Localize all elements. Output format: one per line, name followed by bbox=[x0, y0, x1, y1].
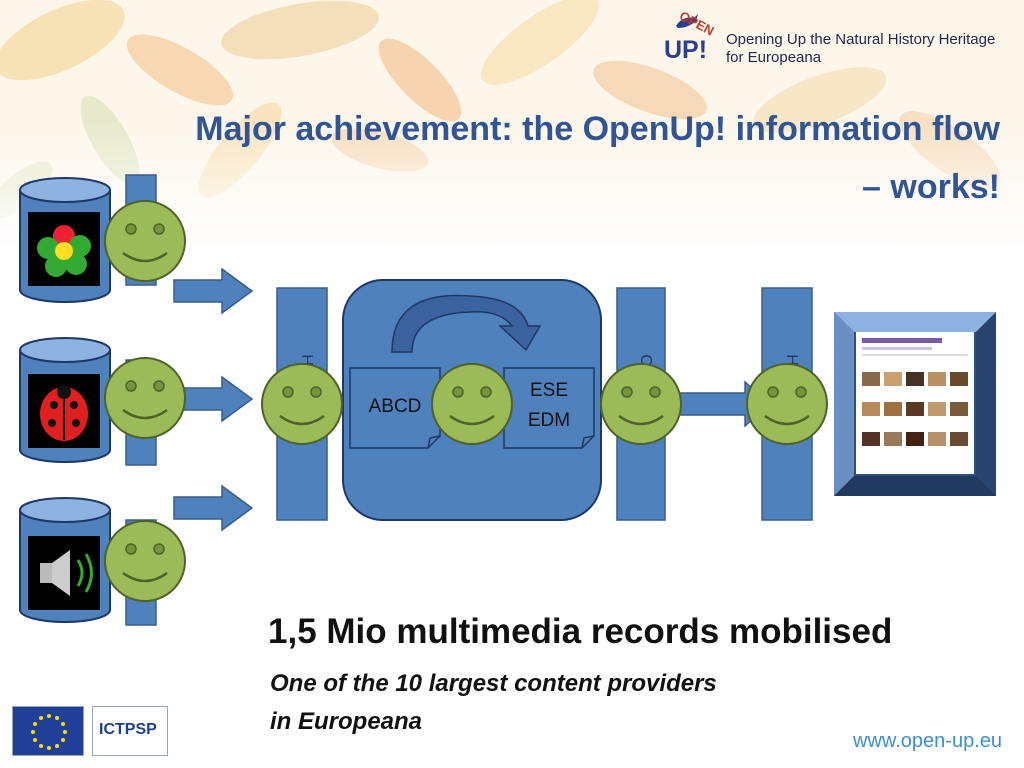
subheadline-line-1: One of the 10 largest content providers bbox=[270, 670, 717, 697]
slide-title: Major achievement: the OpenUp! informati… bbox=[80, 100, 1000, 216]
database-cylinder-ladybug bbox=[19, 337, 111, 463]
information-flow-diagram: H ABCD ESE EDM C H bbox=[19, 174, 996, 626]
smiley-face-icon bbox=[103, 199, 187, 283]
openup-logo: OPEN UP! Opening Up the Natural History … bbox=[664, 6, 1014, 70]
smiley-face-icon bbox=[103, 519, 187, 603]
ladybug-icon bbox=[40, 385, 88, 441]
smiley-face-icon bbox=[260, 362, 344, 446]
smiley-face-icon bbox=[430, 362, 514, 446]
ese-edm-document: ESE EDM bbox=[503, 367, 595, 449]
subheadline-line-2: in Europeana bbox=[270, 708, 423, 735]
smiley-face-icon bbox=[745, 362, 829, 446]
eu-flag-icon bbox=[12, 706, 84, 756]
output-column-glyph: H bbox=[783, 354, 800, 366]
screenshot-thumbnail bbox=[834, 312, 996, 496]
ese-label: ESE bbox=[530, 380, 568, 401]
smiley-face-icon bbox=[599, 362, 683, 446]
harvester-column-glyph: H bbox=[298, 354, 315, 366]
logo-tagline: Opening Up the Natural History Heritage … bbox=[726, 31, 996, 66]
speaker-icon bbox=[40, 550, 93, 596]
converter-column-glyph: C bbox=[637, 354, 654, 366]
title-line-2: – works! bbox=[862, 168, 1000, 206]
edm-label: EDM bbox=[528, 410, 570, 431]
ict-psp-logo: ICTPSP bbox=[92, 706, 168, 756]
database-cylinder-speaker bbox=[19, 497, 111, 623]
flower-icon bbox=[37, 225, 91, 277]
website-link[interactable]: www.open-up.eu bbox=[853, 730, 1002, 752]
curved-arrow-icon bbox=[391, 294, 542, 353]
title-line-1: Major achievement: the OpenUp! informati… bbox=[195, 110, 1000, 148]
smiley-face-icon bbox=[103, 356, 187, 440]
arrow-right-icon bbox=[173, 268, 253, 314]
abcd-document: ABCD bbox=[349, 367, 441, 449]
arrow-right-icon bbox=[173, 485, 253, 531]
logo-up-text: UP! bbox=[664, 36, 708, 64]
database-cylinder-flower bbox=[19, 177, 111, 303]
abcd-label: ABCD bbox=[369, 396, 422, 417]
bird-logo-icon bbox=[676, 14, 698, 28]
ict-psp-logo-text: ICTPSP bbox=[99, 721, 157, 738]
headline: 1,5 Mio multimedia records mobilised bbox=[268, 612, 893, 651]
